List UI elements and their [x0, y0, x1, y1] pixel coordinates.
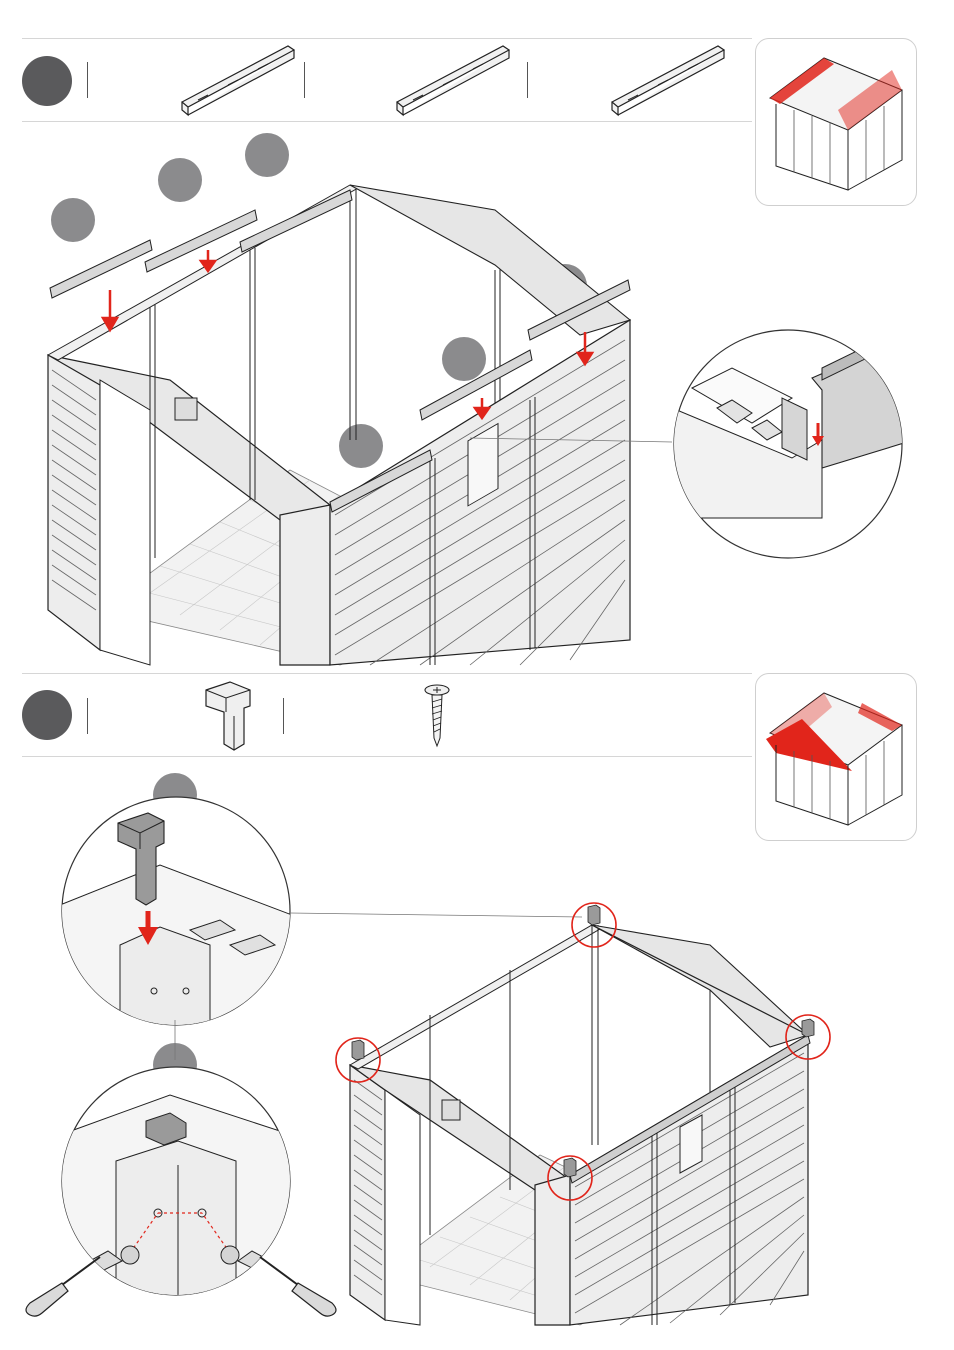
roof-beam-part-icon: [608, 40, 728, 120]
screw-part-icon: [422, 682, 452, 748]
step-2-number-circle: [22, 690, 72, 740]
shed-frame-illustration-step-1: [40, 170, 660, 665]
roof-beam-part-icon: [393, 40, 513, 120]
step-1-number-circle: [22, 56, 72, 106]
corner-bracket-part-icon: [200, 678, 256, 754]
parts-separator: [304, 62, 305, 98]
shed-frame-illustration-step-2: [330, 895, 840, 1325]
step-2-header-top-rule: [22, 673, 752, 674]
parts-separator: [87, 698, 88, 734]
beam-connection-detail-circle: [672, 328, 904, 560]
shed-thumbnail-roof-gables: [762, 683, 912, 833]
roof-beam-part-icon: [178, 40, 298, 120]
connector-line: [170, 1020, 180, 1060]
parts-separator: [87, 62, 88, 98]
step-1-header-bottom-rule: [22, 121, 752, 122]
parts-separator: [527, 62, 528, 98]
parts-separator: [283, 698, 284, 734]
step-2-header-bottom-rule: [22, 756, 752, 757]
bracket-insert-detail-circle: [60, 795, 292, 1027]
screwdriver-left: [22, 1255, 102, 1320]
shed-thumbnail-roof-beams: [762, 48, 912, 198]
step-1-header-top-rule: [22, 38, 752, 39]
